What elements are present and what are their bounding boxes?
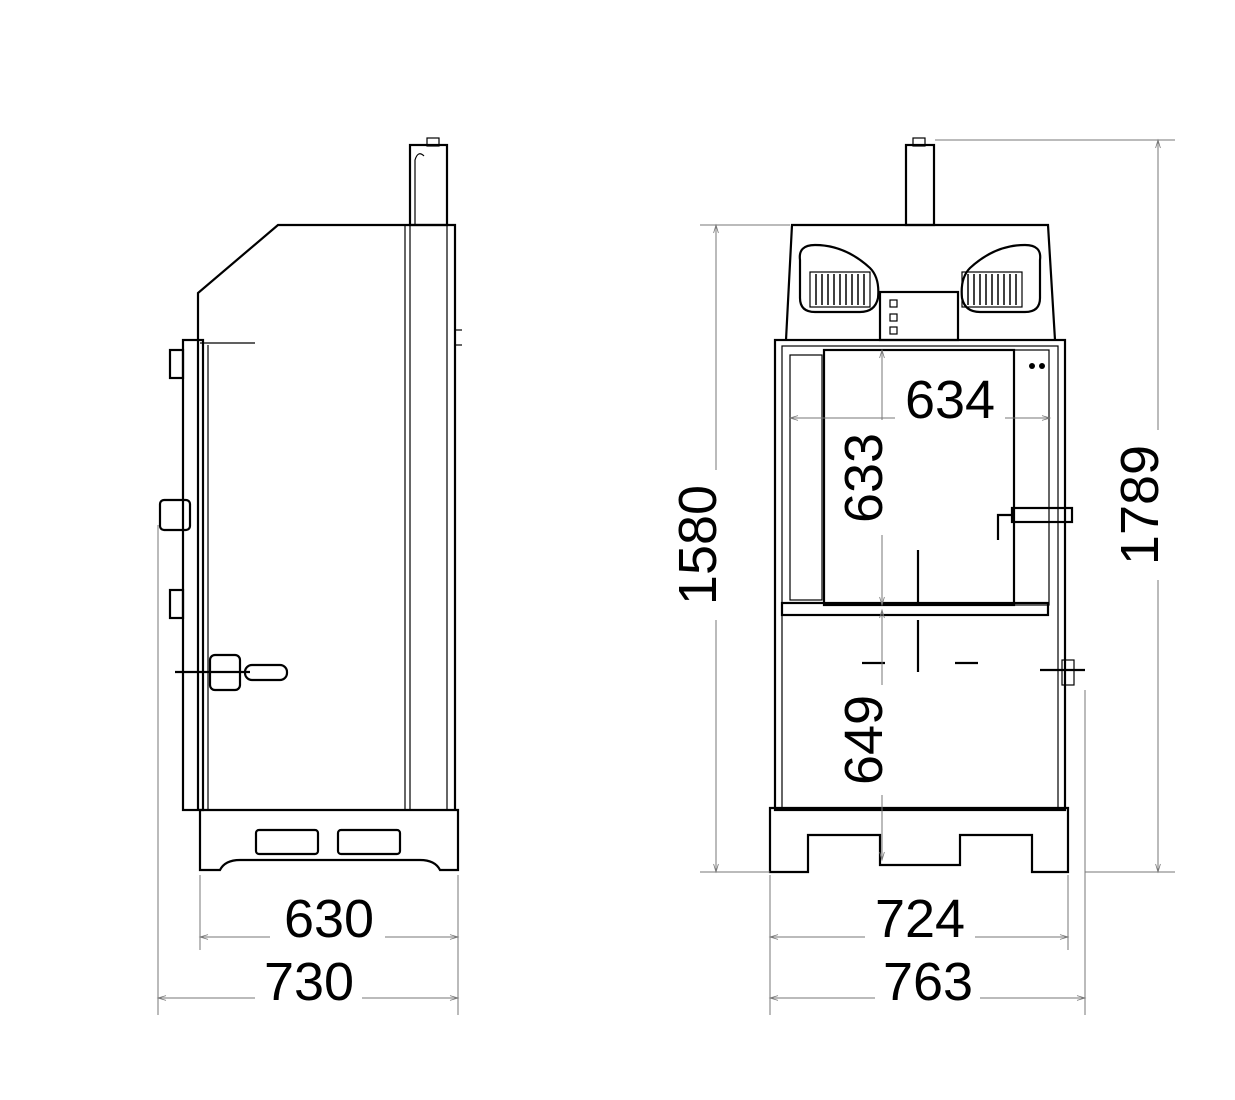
dim-630: 630: [284, 889, 374, 949]
side-base: [198, 808, 460, 872]
front-vents: [815, 274, 1017, 305]
dim-763: 763: [883, 952, 973, 1012]
dim-1580: 1580: [668, 485, 728, 605]
front-base: [768, 806, 1070, 874]
front-handle: [1010, 506, 1074, 524]
front-top-cover: [784, 223, 1057, 341]
dim-1789: 1789: [1110, 445, 1170, 565]
side-lift-pole: [408, 143, 449, 227]
side-body-outline: [196, 223, 457, 810]
control-panel: [878, 290, 960, 342]
front-view: [768, 137, 1085, 874]
front-dimensions: 724 763 634 633 649 1580 1789: [668, 138, 1175, 1015]
side-dimensions: 630 730: [156, 525, 460, 1015]
side-handle: [175, 653, 289, 692]
dim-634: 634: [905, 370, 995, 430]
dim-730: 730: [264, 952, 354, 1012]
front-lift-pole: [904, 143, 936, 227]
side-door: [181, 338, 205, 812]
dim-633: 633: [834, 433, 894, 523]
side-view: [158, 137, 462, 872]
dim-724: 724: [875, 889, 965, 949]
dim-649: 649: [834, 695, 894, 785]
